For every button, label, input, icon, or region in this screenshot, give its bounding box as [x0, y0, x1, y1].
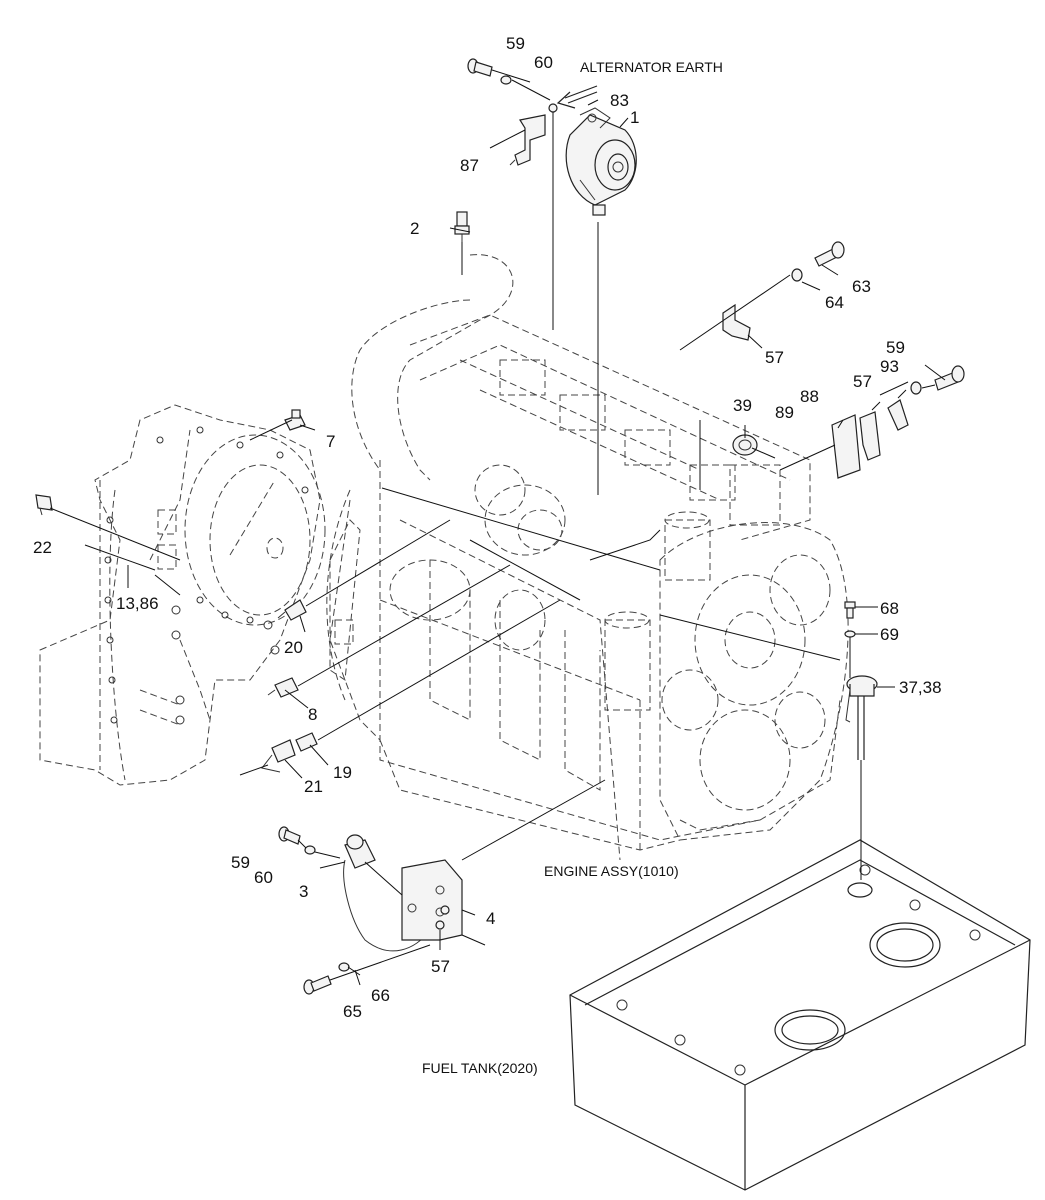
callout-59-right: 59 [886, 338, 905, 357]
sensor-2 [454, 211, 470, 242]
callout-2: 2 [410, 219, 419, 238]
callout-59-lower: 59 [231, 853, 250, 872]
callout-21: 21 [304, 777, 323, 796]
earth-arrow [556, 85, 598, 109]
washer-60-lower [304, 845, 316, 855]
callout-8: 8 [308, 705, 317, 724]
callout-13-86: 13,86 [116, 594, 159, 613]
fuel-tank [569, 839, 1031, 1191]
callout-37-38: 37,38 [899, 678, 942, 697]
bolt-68 [844, 601, 856, 619]
caption-alternator-earth: ALTERNATOR EARTH [580, 59, 723, 75]
callout-60-top: 60 [534, 53, 553, 72]
bracket-57-upper [722, 303, 751, 341]
bolt-63 [814, 241, 845, 267]
callout-60-lower: 60 [254, 868, 273, 887]
callout-59-top: 59 [506, 34, 525, 53]
callout-88: 88 [800, 387, 819, 406]
engine-outline [326, 254, 849, 861]
callout-63: 63 [852, 277, 871, 296]
bolt-59-right [934, 365, 965, 391]
callout-22: 22 [33, 538, 52, 557]
callout-19: 19 [333, 763, 352, 782]
callout-87: 87 [460, 156, 479, 175]
sensor-20 [277, 599, 307, 621]
bracket-88 [859, 411, 881, 461]
sensor-7 [284, 409, 306, 431]
bracket-57-right [887, 399, 909, 431]
callout-20: 20 [284, 638, 303, 657]
sensor-22 [35, 494, 53, 516]
washer-69 [844, 630, 856, 638]
leader-lines [49, 69, 946, 986]
clamp-39 [732, 434, 758, 456]
callout-66: 66 [371, 986, 390, 1005]
callout-57-upper: 57 [765, 348, 784, 367]
callout-69: 69 [880, 625, 899, 644]
transmission-outline [39, 404, 361, 786]
callout-57-lower: 57 [431, 957, 450, 976]
bolt-59-top [467, 58, 493, 77]
alternator [565, 107, 637, 216]
bolt-65 [303, 975, 332, 995]
callout-64: 64 [825, 293, 844, 312]
callout-39: 39 [733, 396, 752, 415]
callout-89: 89 [775, 403, 794, 422]
callout-57-right: 57 [853, 372, 872, 391]
switch-3 [343, 834, 431, 952]
callout-4: 4 [486, 909, 495, 928]
callout-65: 65 [343, 1002, 362, 1021]
plate-89 [831, 414, 861, 479]
caption-fuel-tank: FUEL TANK(2020) [422, 1060, 538, 1076]
washer-64 [791, 268, 803, 282]
bolt-59-lower [278, 826, 301, 845]
adaptor-19 [295, 732, 318, 752]
callout-83: 83 [610, 91, 629, 110]
washer-60-top [500, 75, 512, 85]
bracket-87 [509, 114, 546, 166]
callout-93: 93 [880, 357, 899, 376]
washer-93 [910, 381, 922, 395]
caption-engine-assy: ENGINE ASSY(1010) [544, 863, 679, 879]
callout-3: 3 [299, 882, 308, 901]
fuel-sender-37-38 [845, 675, 878, 760]
sensor-8 [267, 677, 299, 698]
callout-68: 68 [880, 599, 899, 618]
bolt-holes [104, 426, 309, 725]
washer-66 [338, 962, 350, 972]
sensor-21 [261, 739, 296, 773]
callout-1: 1 [630, 108, 639, 127]
washer-83 [548, 103, 558, 113]
bolt-57-lower [435, 905, 450, 930]
bracket-4 [401, 859, 463, 941]
callout-7: 7 [326, 432, 335, 451]
